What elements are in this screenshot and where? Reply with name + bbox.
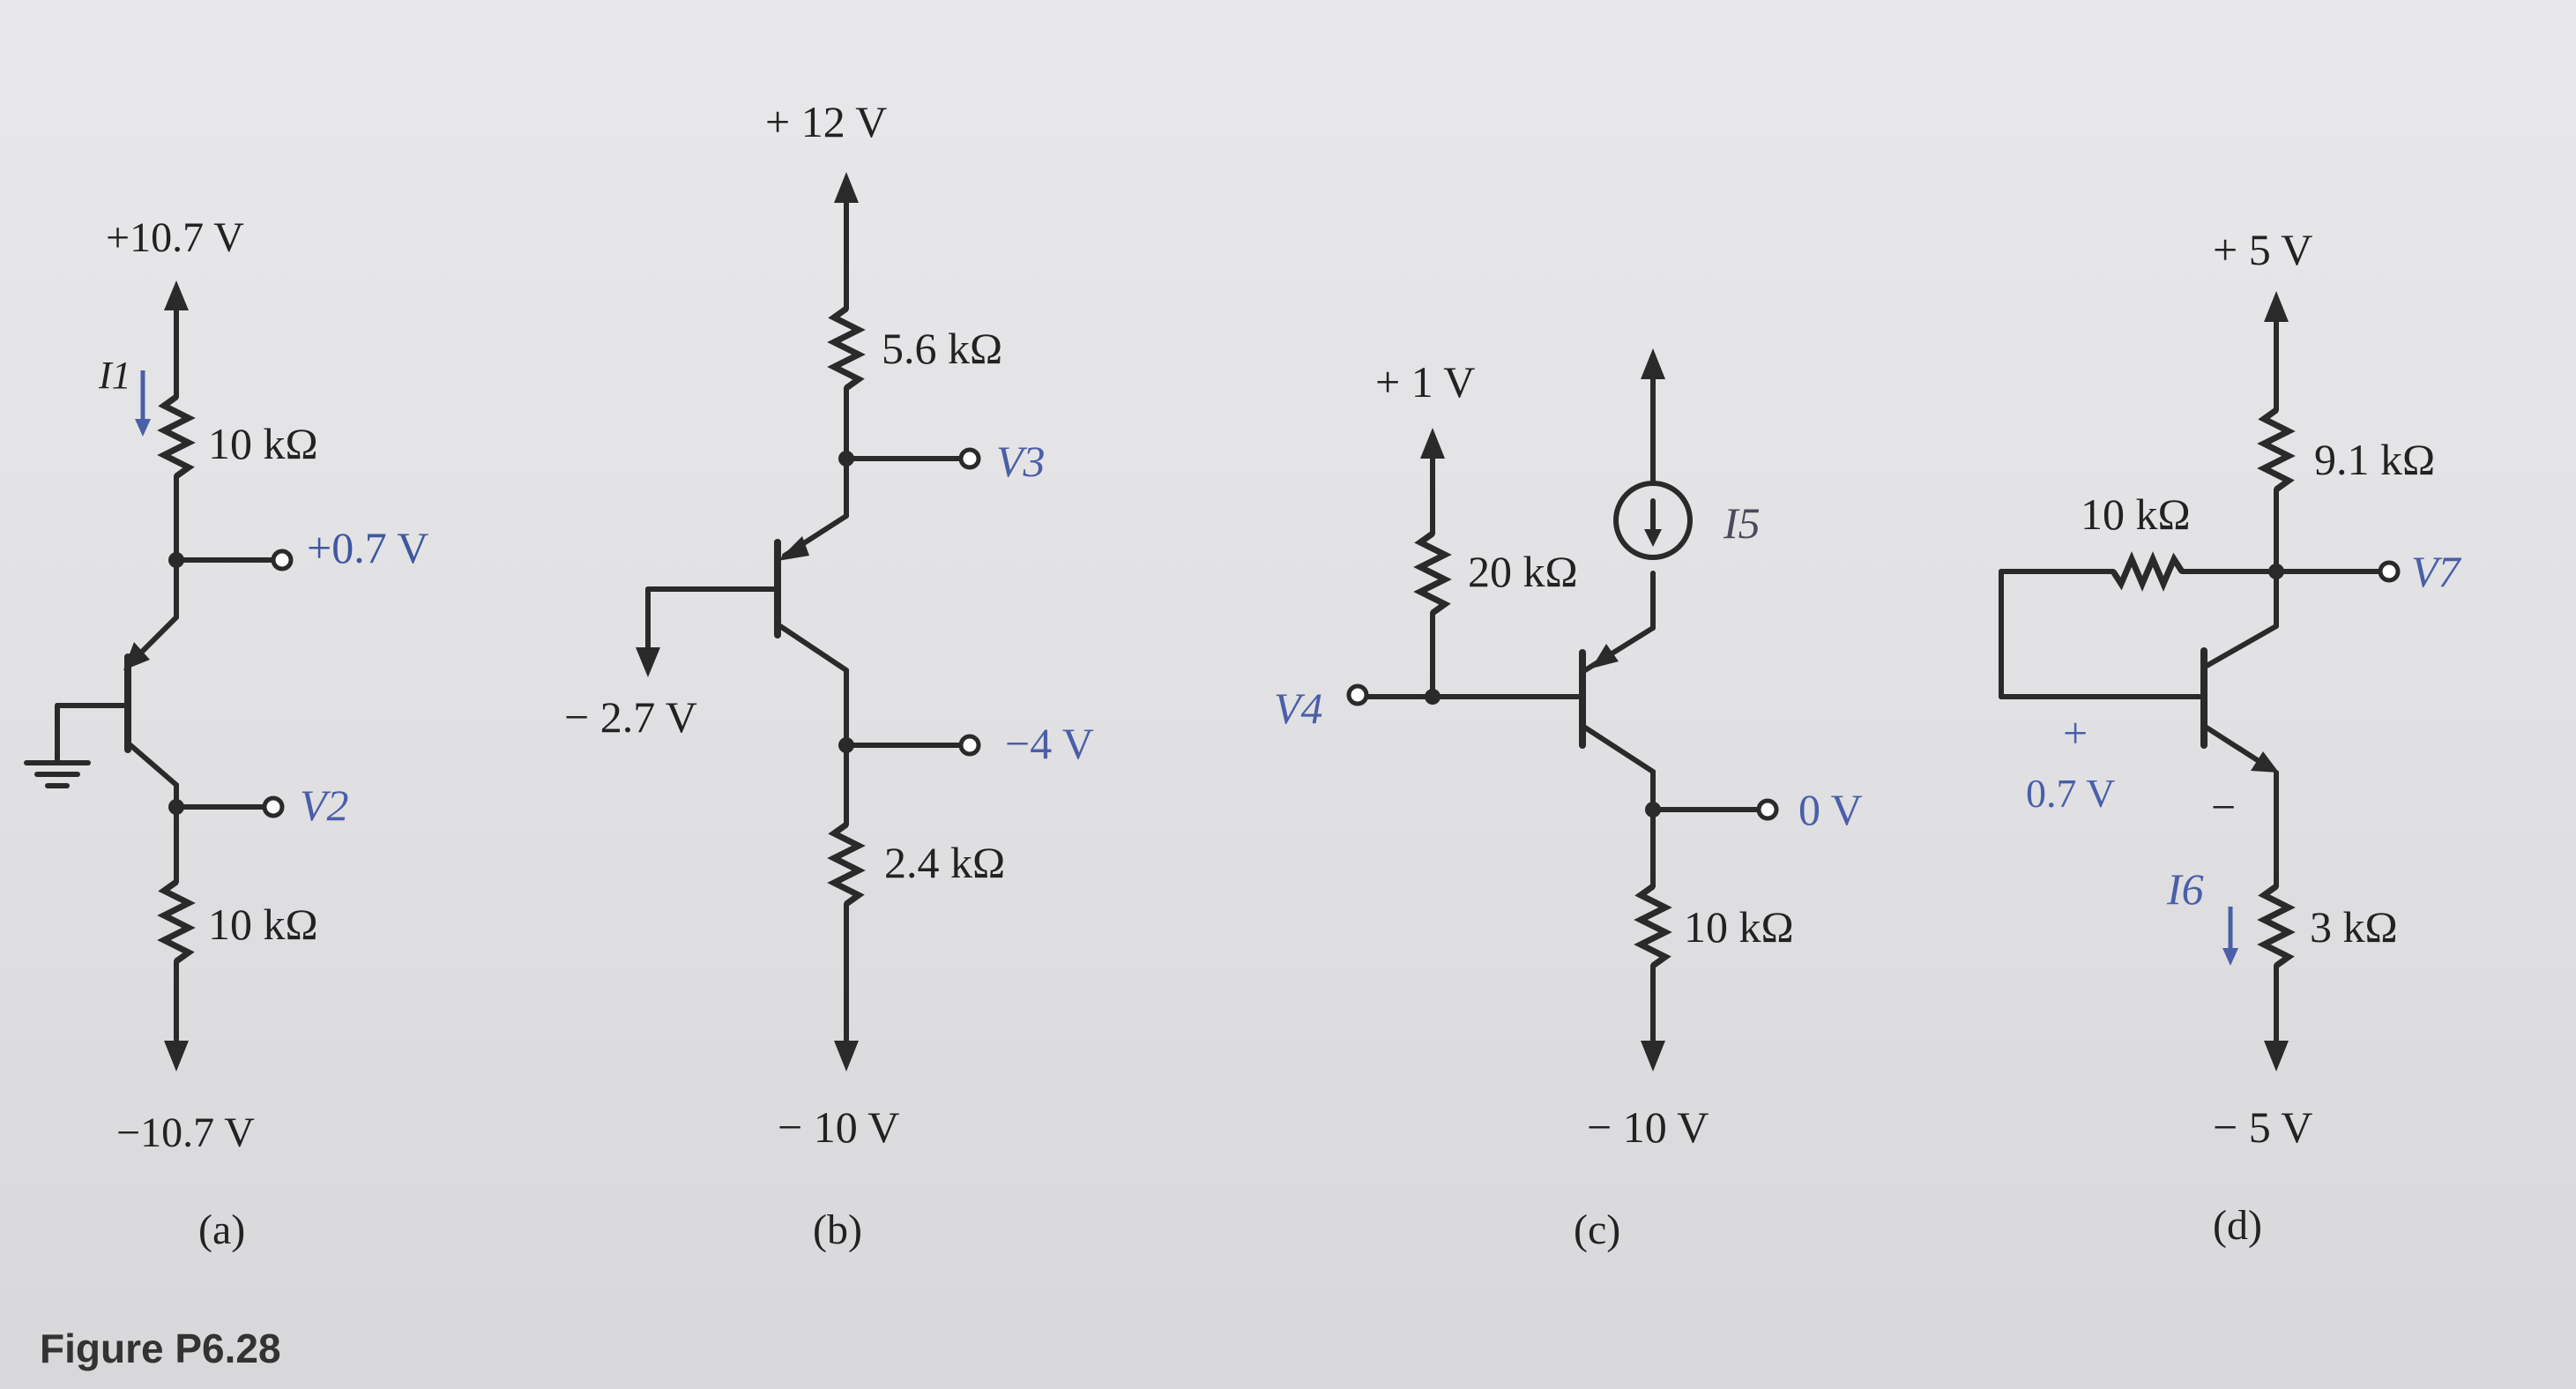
supply-arrow-down-icon [164, 1041, 189, 1072]
label-c-caption: (c) [1574, 1206, 1620, 1253]
terminal-a-emitter [271, 549, 294, 571]
label-a-r-bottom: 10 kΩ [208, 900, 318, 949]
terminal-d-collector [2378, 560, 2401, 583]
supply-arrow-up-icon [834, 172, 859, 203]
terminal-c-base [1346, 683, 1369, 706]
label-a-collector-node: V2 [300, 780, 349, 830]
circuit-a: +10.7 V 10 kΩ +0.7 V V2 10 kΩ −10.7 V I1… [24, 214, 428, 1253]
resistor-d-feedback [2111, 551, 2185, 592]
figure-caption: Figure P6.28 [40, 1326, 281, 1371]
resistor-b-top [827, 306, 866, 391]
supply-arrow-up-icon [1420, 428, 1445, 459]
resistor-a-bottom [157, 879, 196, 964]
resistor-c-base [1413, 531, 1452, 616]
label-d-vbe: 0.7 V [2026, 771, 2115, 816]
label-b-base-voltage: − 2.7 V [564, 692, 697, 742]
label-d-minus: − [2211, 782, 2236, 832]
label-b-r-bottom: 2.4 kΩ [884, 838, 1005, 887]
supply-arrow-up-icon [1641, 348, 1665, 379]
label-c-base-node: V4 [1274, 683, 1323, 733]
circuit-c: + 1 V 20 kΩ V4 I5 0 V 10 kΩ − 10 V (c) [1274, 348, 1863, 1253]
label-d-plus: + [2063, 708, 2088, 758]
resistor-a-top [157, 394, 196, 479]
circuit-d: + 5 V 9.1 kΩ 10 kΩ V7 + 0.7 V − I6 3 kΩ … [1999, 225, 2462, 1249]
label-b-caption: (b) [813, 1206, 862, 1253]
label-c-collector-node: 0 V [1798, 785, 1863, 834]
label-a-r-top: 10 kΩ [208, 419, 318, 468]
label-d-r-feedback: 10 kΩ [2081, 489, 2191, 539]
label-c-r-base: 20 kΩ [1468, 547, 1578, 596]
label-d-current: I6 [2166, 864, 2204, 914]
label-d-collector-node: V7 [2411, 547, 2462, 596]
label-c-base-supply: + 1 V [1375, 357, 1475, 407]
terminal-a-collector [262, 795, 285, 818]
label-b-bottom-supply: − 10 V [778, 1102, 899, 1152]
label-d-top-supply: + 5 V [2213, 225, 2312, 274]
label-a-bottom-supply: −10.7 V [116, 1109, 255, 1156]
label-c-r-bottom: 10 kΩ [1684, 902, 1794, 952]
resistor-c-bottom [1634, 884, 1672, 968]
label-b-r-top: 5.6 kΩ [882, 324, 1002, 373]
label-a-current: I1 [98, 354, 131, 397]
resistor-d-top [2257, 407, 2296, 492]
supply-arrow-up-icon [164, 280, 189, 310]
label-b-collector-node: −4 V [1005, 719, 1094, 768]
supply-arrow-down-icon [2264, 1041, 2289, 1072]
resistor-b-bottom [827, 822, 866, 907]
label-b-top-supply: + 12 V [765, 97, 887, 146]
label-a-top-supply: +10.7 V [106, 214, 244, 261]
supply-arrow-down-icon [1641, 1041, 1665, 1072]
label-c-current-source: I5 [1723, 498, 1761, 548]
label-b-emitter-node: V3 [996, 437, 1046, 486]
label-c-bottom-supply: − 10 V [1587, 1102, 1709, 1152]
supply-arrow-down-icon [834, 1041, 859, 1072]
terminal-b-emitter [958, 447, 981, 470]
label-d-bottom-supply: − 5 V [2213, 1102, 2312, 1152]
label-d-caption: (d) [2213, 1202, 2262, 1249]
circuit-b: + 12 V 5.6 kΩ V3 − 2.7 V −4 V 2.4 kΩ − 1… [564, 97, 1094, 1253]
terminal-c-collector [1756, 798, 1779, 821]
label-a-emitter-node: +0.7 V [307, 523, 428, 572]
resistor-d-bottom [2257, 884, 2296, 968]
label-a-caption: (a) [198, 1206, 245, 1253]
label-d-r-top: 9.1 kΩ [2314, 435, 2435, 484]
supply-arrow-up-icon [2264, 291, 2289, 322]
terminal-b-collector [958, 734, 981, 757]
label-d-r-bottom: 3 kΩ [2310, 902, 2398, 952]
